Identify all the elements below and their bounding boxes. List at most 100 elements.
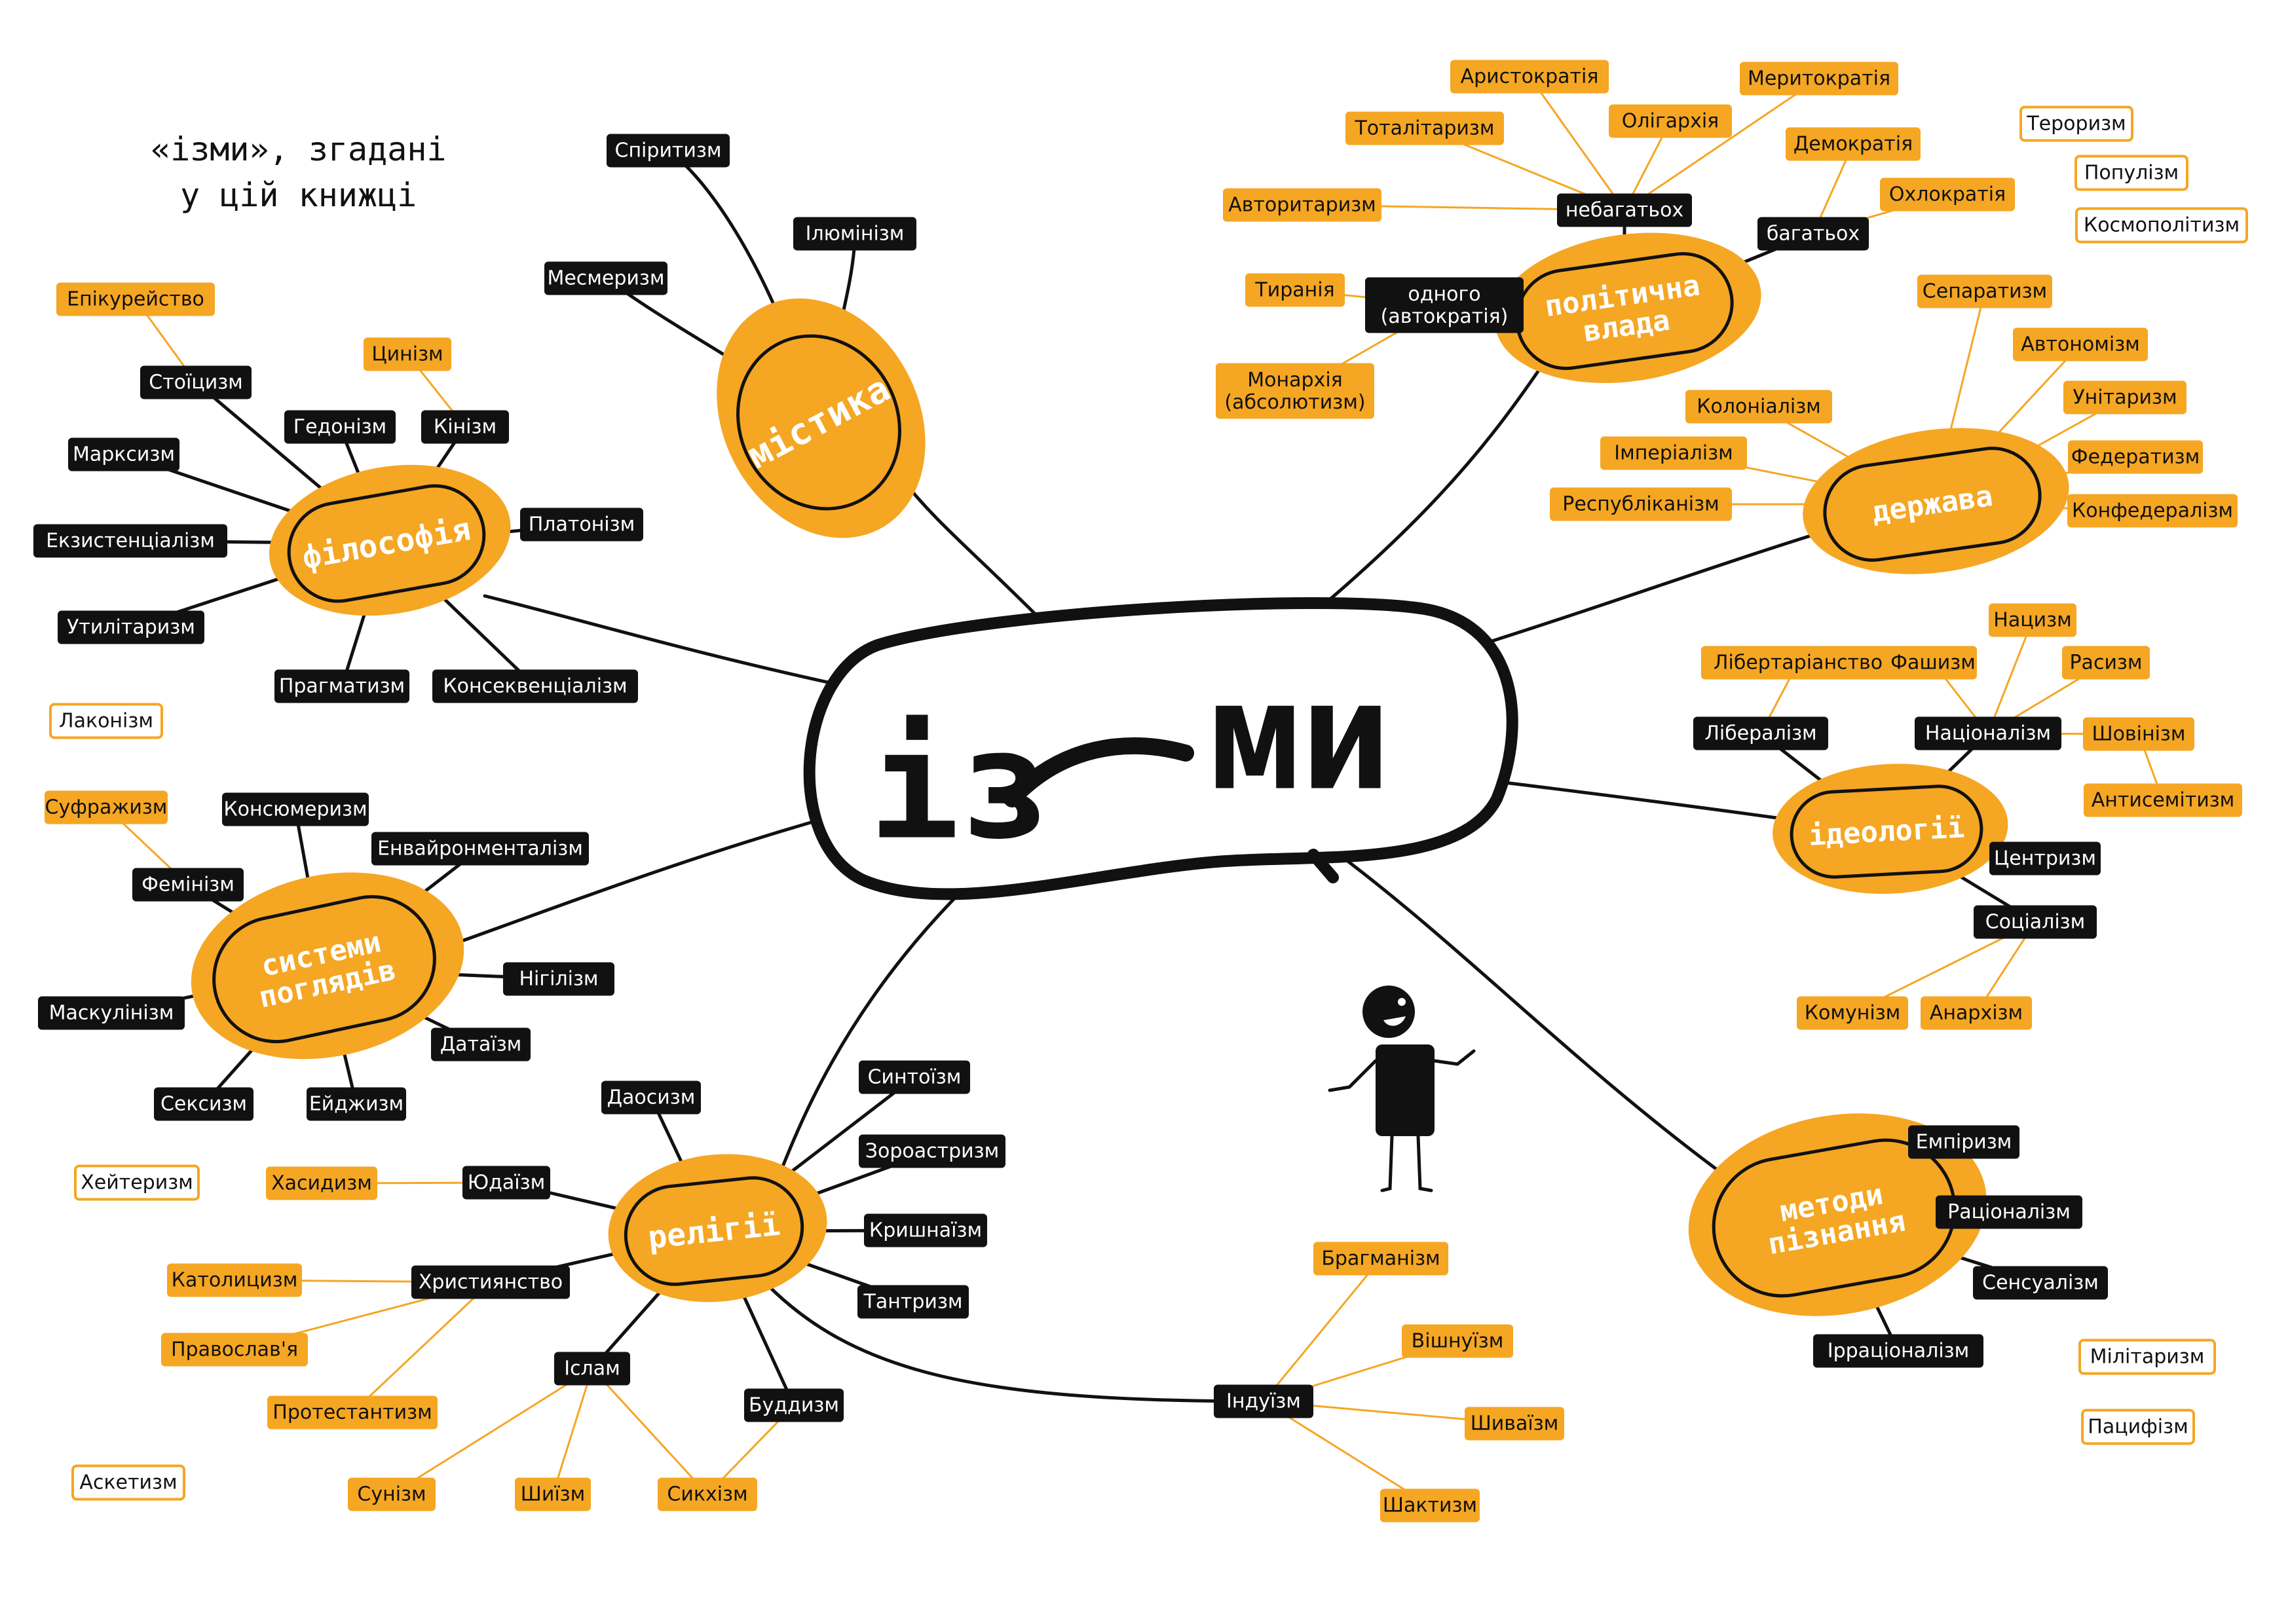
node-label: Консеквенціалізм — [443, 675, 627, 698]
node-box — [2067, 494, 2238, 528]
node-ейджизм: Ейджизм — [307, 1087, 406, 1121]
node-label: Націоналізм — [1925, 722, 2051, 745]
figure-eye — [1398, 998, 1406, 1006]
node-тантризм: Тантризм — [857, 1285, 969, 1319]
node-платонізм: Платонізм — [520, 507, 643, 542]
node-box — [1550, 487, 1732, 521]
node-label: Пацифізм — [2088, 1416, 2188, 1439]
node-лібералізм: Лібералізм — [1693, 716, 1828, 750]
node-label: Колоніалізм — [1697, 396, 1821, 418]
node-box — [1693, 716, 1828, 750]
node-box — [544, 261, 667, 295]
node-label: Сикхізм — [667, 1483, 747, 1506]
node-box — [1345, 111, 1504, 145]
node-космополітизм: Космополітизм — [2075, 207, 2248, 244]
node-box — [515, 1477, 591, 1511]
node-box — [49, 703, 163, 739]
node-ілюмінізм: Ілюмінізм — [793, 217, 916, 251]
node-box — [348, 1477, 436, 1511]
node-шактизм: Шактизм — [1380, 1488, 1480, 1522]
link-54 — [1624, 77, 1820, 212]
node-сепаратизм: Сепаратизм — [1917, 274, 2052, 308]
node-хасидизм: Хасидизм — [266, 1166, 377, 1200]
node-расизм: Расизм — [2062, 646, 2150, 680]
node-box — [1450, 60, 1609, 94]
node-іслам: Іслам — [554, 1352, 630, 1386]
node-box — [274, 669, 409, 703]
node-box — [1701, 646, 1895, 680]
figure-right-arm — [1433, 1049, 1476, 1066]
node-індуїзм: Індуїзм — [1214, 1384, 1313, 1418]
node-синтоїзм: Синтоїзм — [859, 1060, 970, 1094]
node-label: Сепаратизм — [1923, 280, 2047, 303]
node-label: небагатьох — [1566, 199, 1683, 222]
center-node: із ми — [803, 597, 1518, 900]
node-label: Марксизм — [73, 443, 175, 466]
node-колоніалізм: Колоніалізм — [1685, 390, 1832, 424]
node-федератизм: Федератизм — [2068, 440, 2203, 474]
node-label: Шиїзм — [521, 1483, 586, 1506]
node-католицизм: Католицизм — [167, 1263, 302, 1297]
node-box — [2068, 440, 2203, 474]
node-label: Ейджизм — [309, 1093, 404, 1116]
node-box — [1380, 1488, 1480, 1522]
node-label: Нігілізм — [519, 968, 598, 991]
node-label: Фашизм — [1890, 652, 1976, 674]
node-комунізм: Комунізм — [1797, 996, 1908, 1030]
node-box — [520, 507, 643, 542]
node-label: Суфражизм — [45, 796, 168, 819]
figure-head — [1362, 986, 1415, 1038]
node-box — [1757, 217, 1869, 251]
node-label-line: (автократія) — [1381, 304, 1509, 327]
node-box — [1214, 1384, 1313, 1418]
node-box — [462, 1166, 550, 1200]
node-меритократія: Меритократія — [1740, 62, 1898, 96]
node-антисемітизм: Антисемітизм — [2084, 783, 2242, 817]
hub-blob — [717, 298, 926, 538]
hub-filosofiya: філософія — [269, 464, 511, 616]
node-label: Прагматизм — [279, 675, 405, 698]
node-label: Космополітизм — [2084, 214, 2240, 237]
figure-smile — [1383, 1016, 1406, 1026]
node-label: Тиранія — [1254, 279, 1334, 302]
hub-label-line: ідеології — [1808, 811, 1966, 852]
node-label: Лібералізм — [1704, 722, 1816, 745]
node-box — [74, 1164, 200, 1201]
node-box — [33, 524, 227, 558]
ism-labels: СпіритизмІлюмінізмМесмеризмЕпікурействоЦ… — [33, 60, 2248, 1522]
node-тиранія: Тиранія — [1245, 273, 1345, 307]
node-box — [859, 1060, 970, 1094]
node-label: Тероризм — [2026, 113, 2126, 136]
node-шиваїзм: Шиваїзм — [1465, 1407, 1564, 1441]
node-box — [45, 790, 168, 824]
node-епікурейство: Епікурейство — [56, 282, 215, 316]
node-спіритизм: Спіритизм — [607, 134, 730, 168]
node-label: Хасидизм — [271, 1172, 372, 1195]
node-label: Даосизм — [607, 1086, 696, 1109]
node-label: Автономізм — [2021, 333, 2140, 356]
link-46 — [591, 1367, 709, 1496]
node-label-line: Монархія — [1247, 369, 1342, 392]
node-label: Синтоїзм — [868, 1066, 962, 1089]
node-box — [857, 1285, 969, 1319]
node-label: Месмеризм — [547, 267, 664, 290]
node-box — [1915, 716, 2061, 750]
node-label: Расизм — [2069, 652, 2142, 674]
hub-outline — [1790, 784, 1983, 879]
node-label: Монархія(абсолютизм) — [1224, 369, 1365, 414]
node-box — [1889, 646, 1977, 680]
node-label: Іслам — [564, 1357, 620, 1380]
node-label: Хейтеризм — [81, 1172, 193, 1194]
node-центризм: Центризм — [1989, 841, 2101, 876]
node-label: Стоїцизм — [149, 371, 243, 394]
node-box — [1908, 1125, 2019, 1159]
node-box — [2074, 155, 2188, 191]
node-box — [284, 410, 396, 444]
node-box — [371, 832, 589, 866]
node-label: Сенсуалізм — [1982, 1272, 2099, 1295]
link-53 — [1528, 76, 1626, 211]
node-протестантизм: Протестантизм — [267, 1395, 438, 1430]
node-label: Федератизм — [2071, 446, 2200, 469]
node-консюмеризм: Консюмеризм — [222, 792, 369, 826]
node-box — [1786, 127, 1921, 161]
